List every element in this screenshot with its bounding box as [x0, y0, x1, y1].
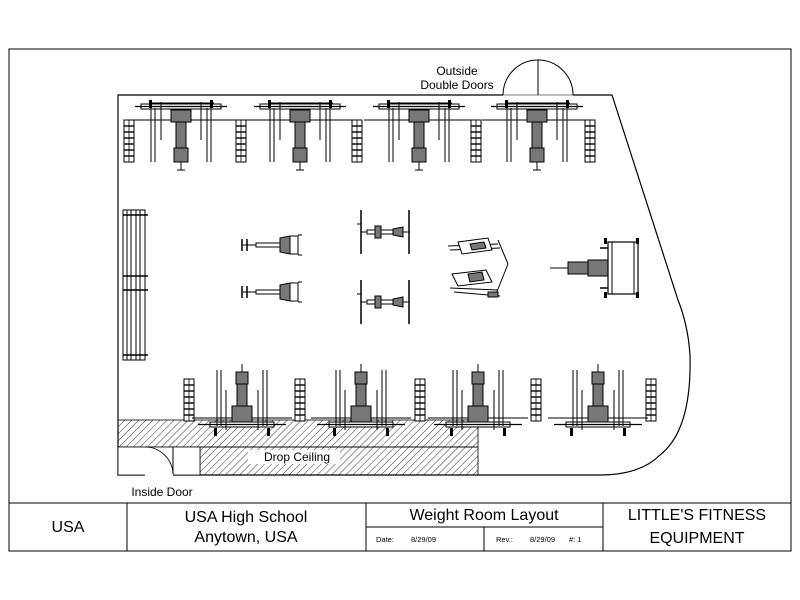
date-value: 8/29/09 [411, 535, 436, 544]
plate-tree-top-3 [351, 119, 363, 163]
rev-label: Rev.: [496, 535, 513, 544]
plate-tree-bottom-2 [294, 378, 306, 422]
power-rack-top-2 [244, 99, 356, 171]
plate-tree-bottom-1 [183, 378, 195, 422]
bench-left-2 [241, 281, 303, 303]
plate-tree-bottom-3 [414, 378, 426, 422]
drop-ceiling-area [117, 419, 479, 476]
inside-door-label: Inside Door [131, 485, 192, 499]
plate-tree-bottom-4 [530, 378, 542, 422]
plate-tree-top-4 [470, 119, 482, 163]
inside-door [117, 446, 201, 476]
angled-machine [447, 237, 509, 298]
leg-press-machine [550, 238, 639, 298]
bench-center-2 [356, 279, 410, 325]
date-label: Date: [376, 535, 394, 544]
drawing-border [8, 48, 792, 552]
wall-storage-rack [122, 209, 148, 361]
sheet-number: #: 1 [569, 535, 582, 544]
plate-tree-top-1 [123, 119, 135, 163]
rev-value: 8/29/09 [530, 535, 555, 544]
bench-center-1 [356, 209, 410, 255]
drawing-title: Weight Room Layout [409, 507, 559, 524]
room-outline [117, 94, 691, 476]
plate-tree-bottom-5 [645, 378, 657, 422]
outside-doors-label-line2: Double Doors [420, 78, 493, 92]
plate-tree-top-2 [235, 119, 247, 163]
drop-ceiling-label: Drop Ceiling [264, 450, 330, 464]
power-rack-top-4 [481, 99, 593, 171]
outside-double-doors [502, 59, 574, 97]
company-name-line1: LITTLE'S FITNESS [628, 507, 766, 524]
title-block [9, 502, 791, 551]
power-rack-bottom-4 [547, 363, 649, 437]
outside-doors-label-line1: Outside [436, 64, 478, 78]
country-label: USA [52, 519, 85, 536]
school-location: Anytown, USA [194, 529, 297, 546]
power-rack-top-1 [125, 99, 237, 171]
plate-tree-top-5 [584, 119, 596, 163]
power-rack-top-3 [363, 99, 475, 171]
company-name-line2: EQUIPMENT [649, 530, 744, 547]
bench-left-1 [241, 234, 303, 256]
school-name: USA High School [185, 509, 308, 526]
